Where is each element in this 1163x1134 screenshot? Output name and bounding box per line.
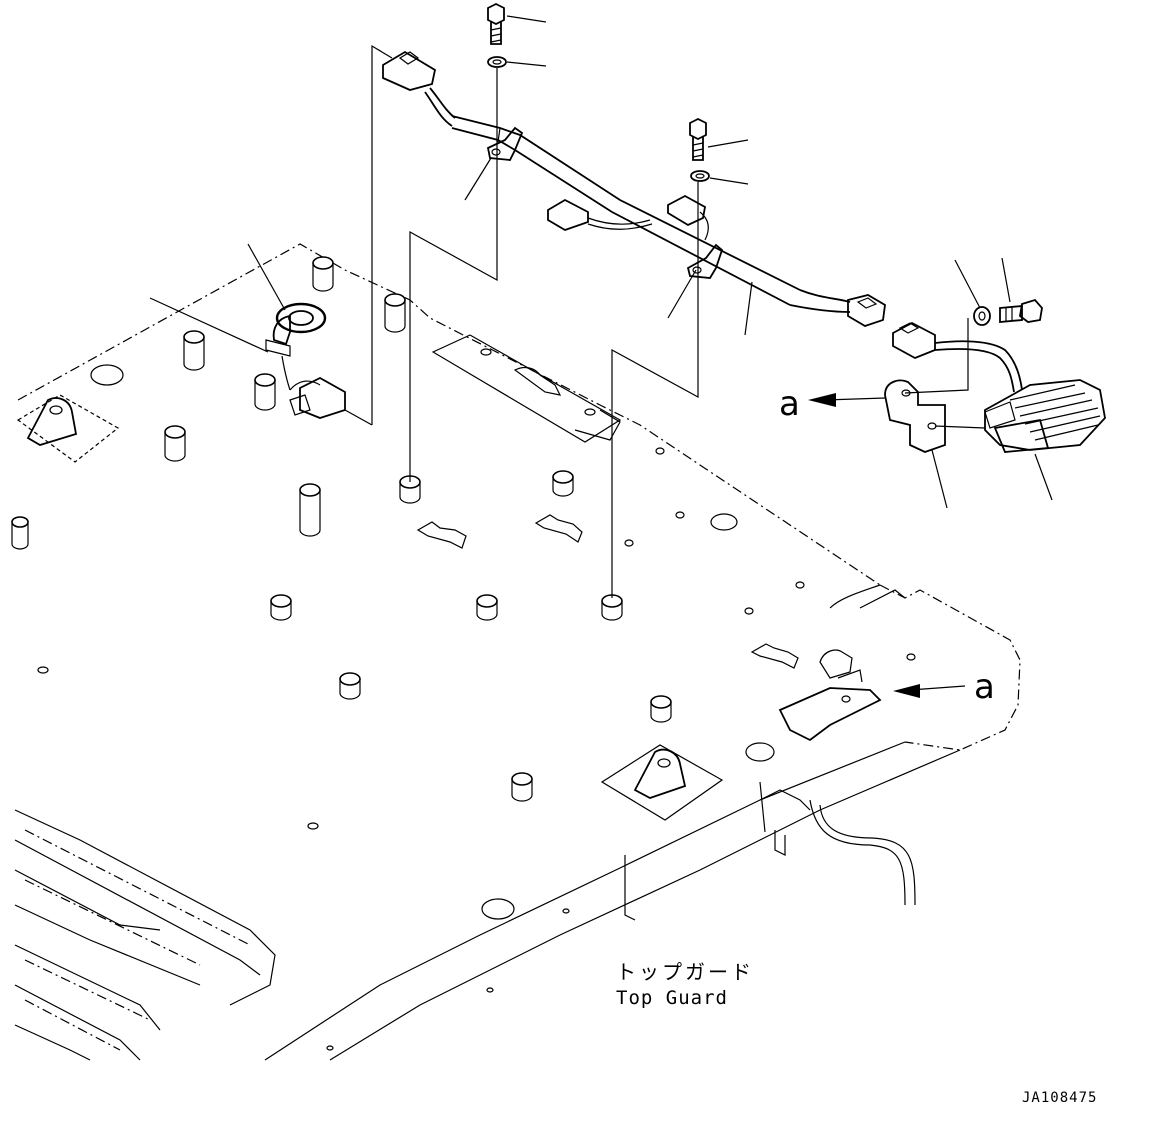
ground-terminal (265, 302, 346, 419)
boss (552, 470, 574, 497)
plate-holes (37, 364, 916, 1051)
work-lamp (984, 379, 1106, 453)
boss (601, 594, 623, 621)
washer (487, 56, 507, 68)
washer (690, 170, 710, 182)
lifting-lug (600, 744, 724, 821)
boss (511, 772, 533, 802)
part-name-japanese: トップガード (616, 960, 754, 984)
mounting-bosses (11, 256, 672, 802)
plate-bracket (416, 514, 799, 669)
bolt (689, 117, 707, 161)
boss (339, 672, 361, 700)
guard-frame-structure (14, 781, 916, 1061)
wire-harness (382, 50, 886, 327)
part-name-english: Top Guard (616, 987, 728, 1009)
lamp-mount-bracket-on-plate (778, 649, 882, 742)
recessed-plate (431, 334, 622, 443)
boss (270, 594, 292, 621)
assembly-guide-lines (344, 44, 986, 598)
lamp-connector (892, 321, 1023, 393)
boss (312, 256, 334, 292)
callout-leaders (149, 15, 1053, 509)
reference-arrow-lower (893, 684, 966, 698)
boss (650, 695, 672, 723)
boss (254, 373, 276, 411)
reference-arrow-upper (808, 393, 886, 407)
boss (299, 483, 321, 537)
bolt (999, 298, 1043, 323)
top-guard-outline (17, 243, 1021, 1061)
boss (183, 330, 205, 371)
bolt (487, 2, 505, 45)
boss (476, 594, 498, 621)
detail-ref-label: a (974, 667, 995, 707)
boss (164, 425, 186, 462)
washer (973, 306, 991, 326)
lifting-lug (16, 394, 120, 463)
boss (384, 293, 406, 333)
detail-ref-label: a (779, 384, 800, 424)
drawing-id: JA108475 (1022, 1090, 1097, 1106)
boss (11, 516, 29, 550)
